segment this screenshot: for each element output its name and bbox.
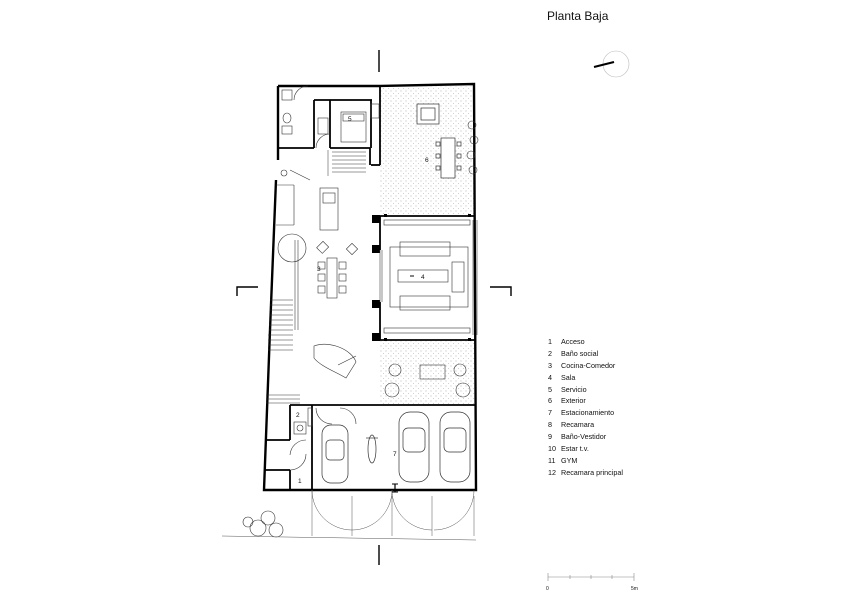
room-label-2: 2 bbox=[296, 412, 300, 419]
exterior-furniture bbox=[416, 103, 462, 179]
bath-fixtures bbox=[289, 407, 357, 471]
room-label-1: 1 bbox=[298, 478, 302, 485]
scale-end-label: 5m bbox=[631, 586, 638, 592]
kitchen bbox=[276, 169, 339, 263]
columns bbox=[372, 214, 471, 341]
section-markers bbox=[236, 50, 512, 565]
room-label-5: 5 bbox=[348, 116, 352, 123]
room-label-4: 4 bbox=[421, 274, 425, 281]
plants bbox=[242, 120, 479, 538]
cars bbox=[321, 411, 471, 484]
room-label-7: 7 bbox=[393, 451, 397, 458]
dining-table bbox=[317, 242, 359, 299]
scale-bar bbox=[547, 573, 635, 581]
gates bbox=[221, 483, 477, 541]
living-room bbox=[383, 219, 471, 334]
piano bbox=[313, 343, 357, 379]
glazing bbox=[294, 220, 478, 335]
room-label-6: 6 bbox=[425, 157, 429, 164]
plan-title: Planta Baja bbox=[547, 9, 609, 23]
service-fixtures bbox=[281, 85, 380, 149]
room-label-3: 3 bbox=[317, 266, 321, 273]
garden-patio bbox=[380, 340, 475, 405]
scale-start-label: 0 bbox=[546, 586, 549, 592]
north-arrow-icon bbox=[593, 50, 630, 78]
stairs bbox=[266, 150, 366, 404]
